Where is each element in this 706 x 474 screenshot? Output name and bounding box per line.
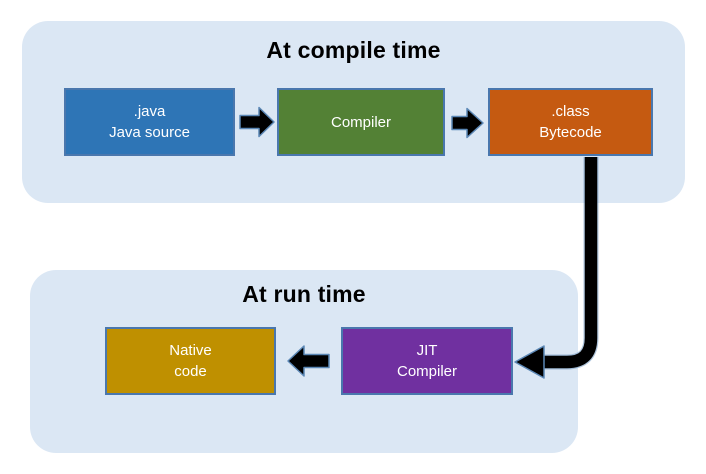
jit-compiler-box-line2: Compiler	[396, 363, 457, 380]
native-code-box-line1: Native	[169, 342, 212, 359]
java-source-box: .java Java source	[64, 88, 235, 156]
jit-compiler-box: JIT Compiler	[341, 327, 513, 395]
jit-compiler-box-line1: JIT	[416, 342, 438, 359]
native-code-box-line2: code	[174, 363, 207, 380]
compiler-box-label: Compiler	[330, 113, 391, 131]
native-code-box: Native code	[105, 327, 276, 395]
class-bytecode-box: .class Bytecode	[488, 88, 653, 156]
run-time-title: At run time	[242, 281, 366, 307]
class-bytecode-box-line1: .class	[551, 103, 590, 120]
class-bytecode-box-line2: Bytecode	[539, 124, 602, 141]
java-source-box-line1: .java	[133, 103, 166, 120]
compiler-box: Compiler	[277, 88, 445, 156]
compile-time-title: At compile time	[266, 37, 441, 63]
java-source-box-line2: Java source	[109, 124, 190, 141]
